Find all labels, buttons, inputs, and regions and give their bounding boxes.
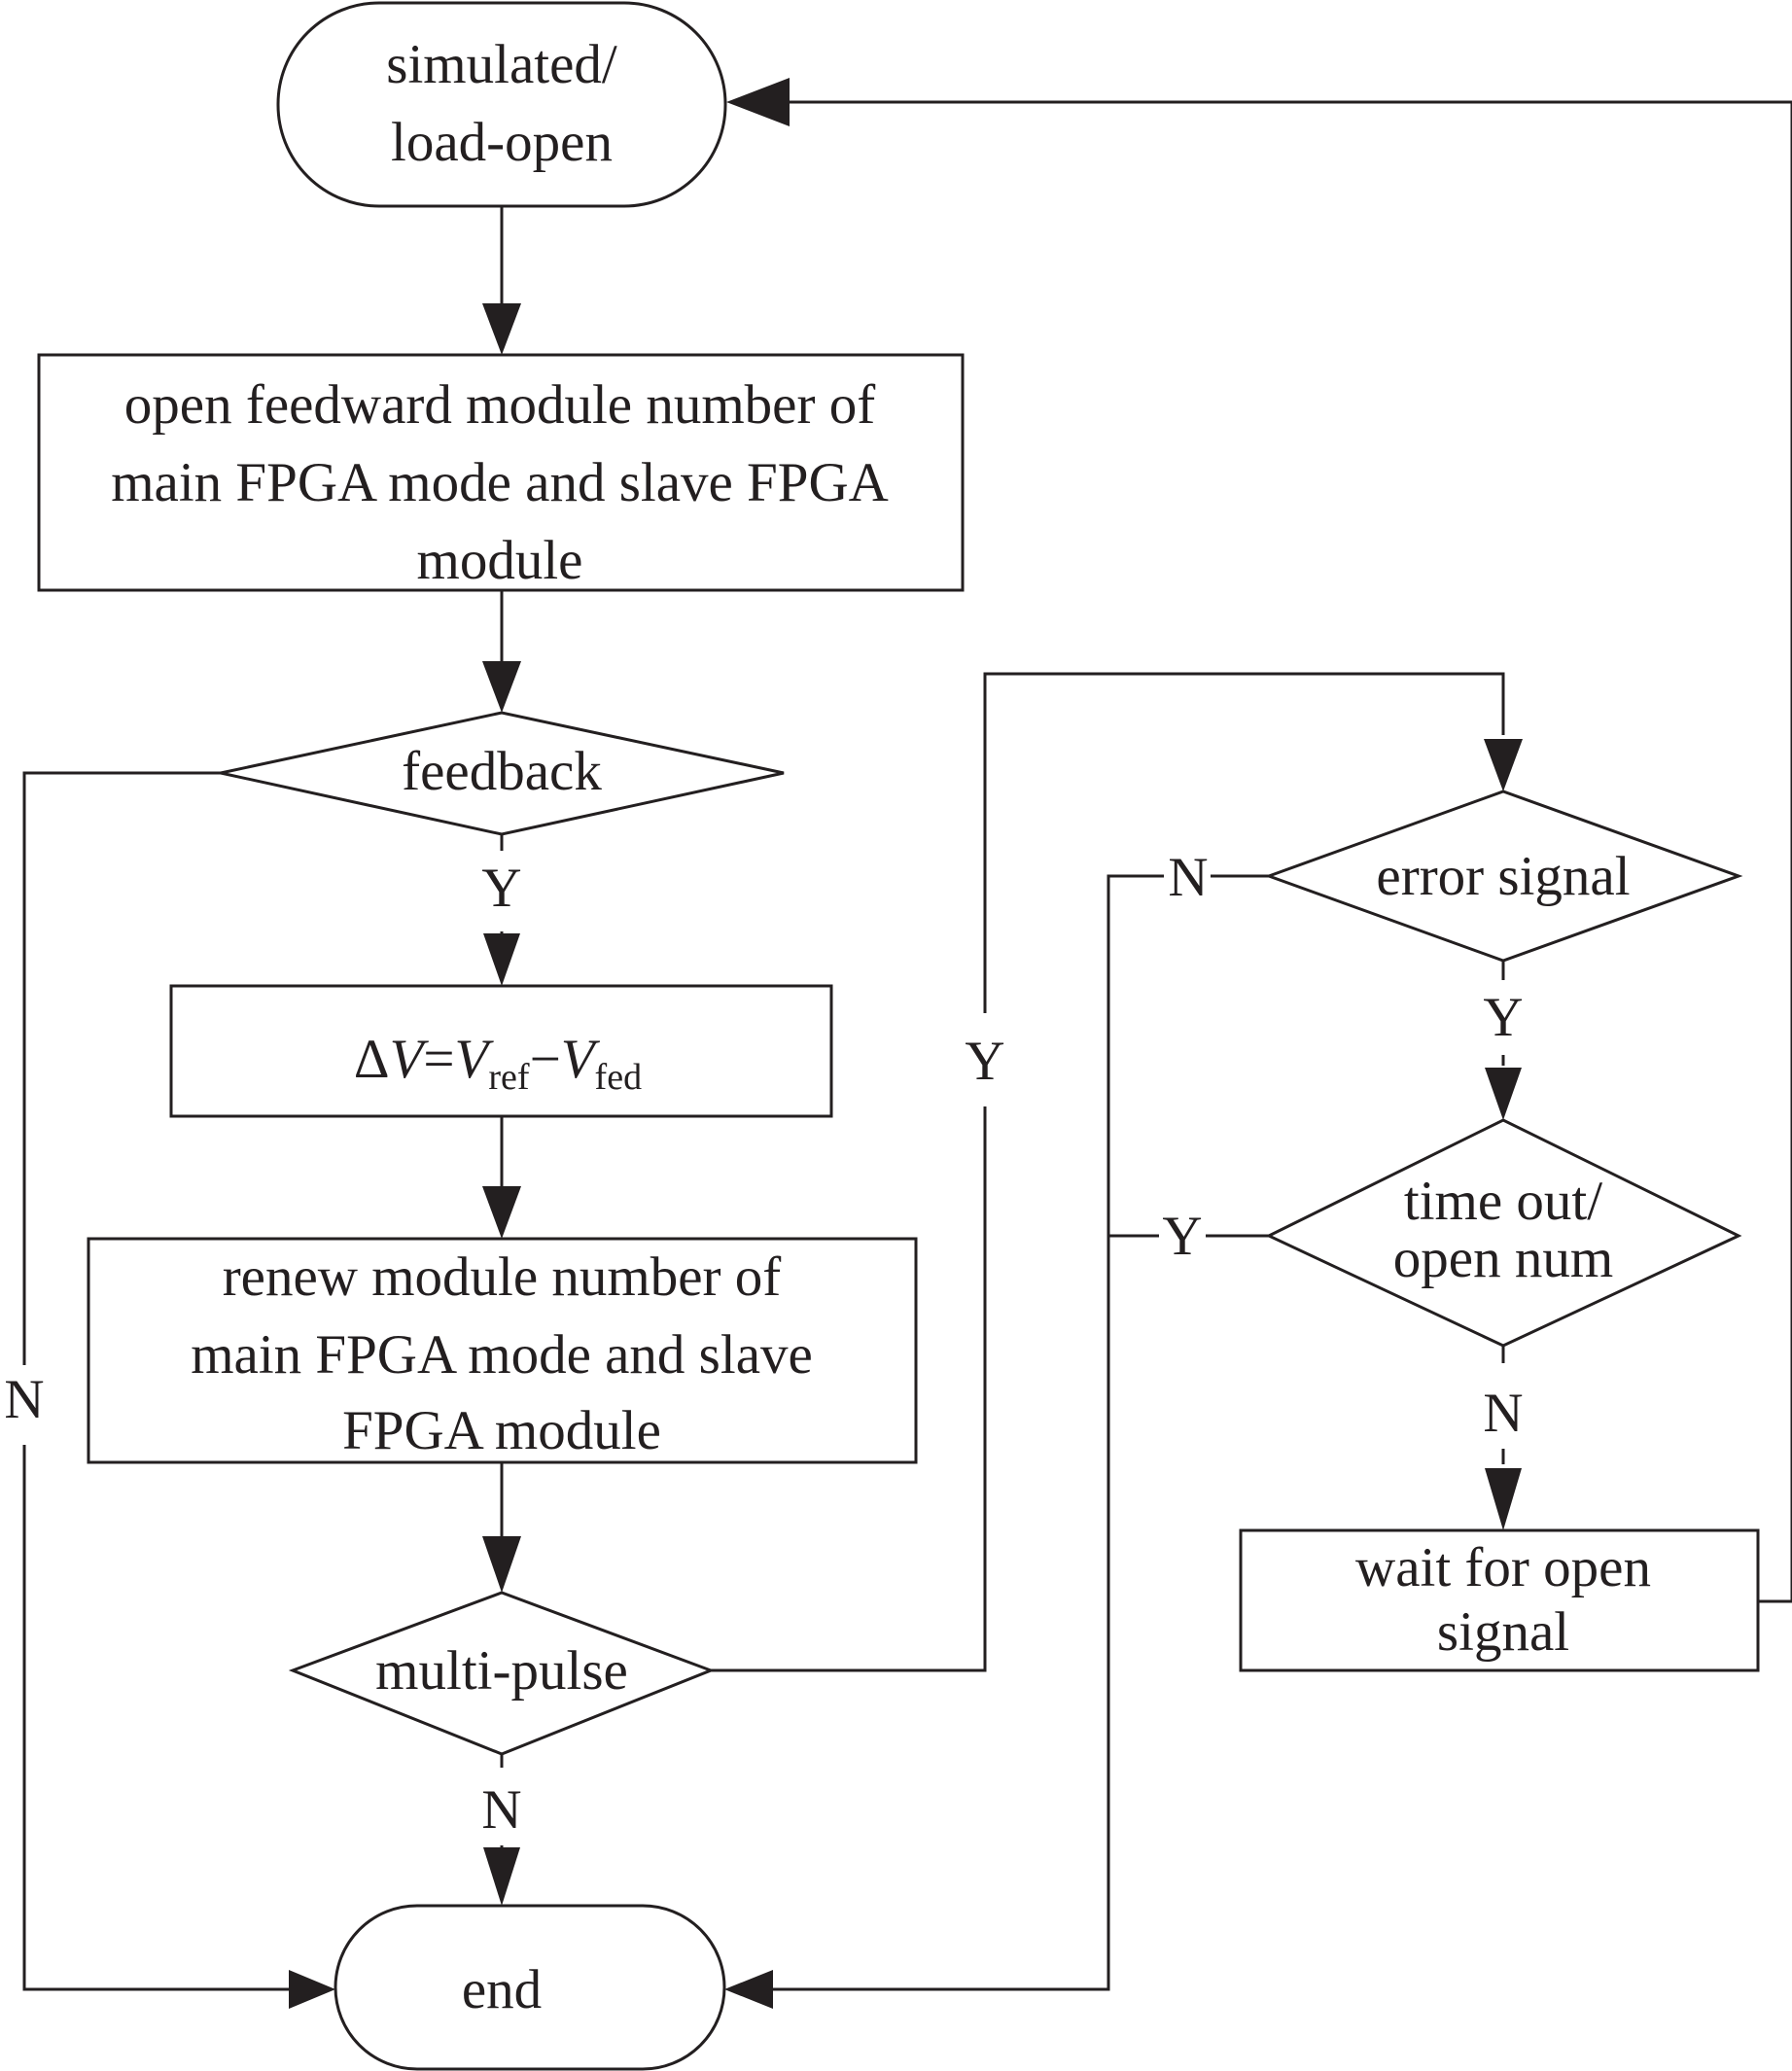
ref-subscript: ref xyxy=(488,1057,530,1098)
renew-process: renew module number of main FPGA mode an… xyxy=(87,1237,918,1464)
edge-wait-loop-back xyxy=(768,100,1792,1603)
arrowhead-down xyxy=(482,1536,521,1593)
wait-label-line-2: signal xyxy=(1437,1601,1569,1663)
equals-sign: = xyxy=(423,1029,454,1090)
edge-to-end-right xyxy=(758,874,1164,1991)
edge-labels: Y N Y N N Y Y N xyxy=(4,847,1523,1841)
minus-sign: − xyxy=(530,1029,561,1090)
time-out-no-label: N xyxy=(1483,1383,1523,1444)
edge-feedback-no xyxy=(22,771,221,1365)
feedback-label: feedback xyxy=(402,741,602,802)
start-terminal: simulated/ load-open xyxy=(276,1,727,208)
error-yes-label: Y xyxy=(1483,987,1523,1048)
renew-label-line-2: main FPGA mode and slave xyxy=(191,1324,813,1386)
multi-pulse-yes-label: Y xyxy=(965,1031,1004,1092)
arrowhead-down xyxy=(482,661,521,713)
arrowhead-down xyxy=(1485,1068,1522,1120)
renew-label-line-1: renew module number of xyxy=(223,1246,782,1308)
open-feedward-label-line-3: module xyxy=(417,530,583,591)
time-out-yes-label: Y xyxy=(1162,1206,1202,1267)
edge-multipulse-yes-upper xyxy=(983,672,1505,1013)
arrowhead-left xyxy=(724,1970,773,2009)
arrowhead-down xyxy=(483,1847,520,1906)
arrowhead-down xyxy=(482,1186,521,1239)
time-out-decision: time out/ open num xyxy=(1265,1118,1742,1348)
time-out-label-line-2: open num xyxy=(1393,1228,1613,1289)
edge-feedback-no-to-end xyxy=(22,1445,297,1991)
wait-label-line-1: wait for open xyxy=(1355,1537,1651,1598)
end-terminal: end xyxy=(334,1904,726,2071)
v-fed-symbol: V xyxy=(561,1029,601,1090)
multi-pulse-label: multi-pulse xyxy=(375,1640,628,1702)
arrowhead-left xyxy=(726,78,790,126)
end-label: end xyxy=(462,1959,542,2020)
error-signal-decision: error signal xyxy=(1264,790,1743,963)
connectors xyxy=(22,100,1792,1991)
v-symbol: V xyxy=(390,1029,430,1090)
arrowhead-right xyxy=(289,1970,335,2009)
v-ref-symbol: V xyxy=(455,1029,495,1090)
delta-v-formula: ΔV=Vref−Vfed xyxy=(354,1029,642,1098)
arrowhead-down xyxy=(482,303,521,355)
edge-multipulse-yes-lower xyxy=(711,1106,987,1672)
arrowhead-down xyxy=(1485,1468,1522,1530)
fed-subscript: fed xyxy=(595,1057,643,1098)
start-label-line-2: load-open xyxy=(391,112,613,173)
feedback-decision: feedback xyxy=(220,711,785,836)
renew-label-line-3: FPGA module xyxy=(342,1400,661,1461)
arrowheads xyxy=(289,78,1523,2009)
multi-pulse-no-label: N xyxy=(481,1779,521,1841)
feedback-yes-label: Y xyxy=(481,858,521,919)
multi-pulse-decision: multi-pulse xyxy=(288,1591,716,1756)
delta-v-process: ΔV=Vref−Vfed xyxy=(169,984,833,1118)
arrowhead-down xyxy=(1484,739,1523,791)
start-label-line-1: simulated/ xyxy=(386,34,617,95)
open-feedward-label-line-2: main FPGA mode and slave FPGA xyxy=(111,452,889,513)
arrowhead-down xyxy=(483,933,520,986)
open-feedward-label-line-1: open feedward module number of xyxy=(124,374,875,436)
error-no-label: N xyxy=(1168,847,1208,908)
open-feedward-process: open feedward module number of main FPGA… xyxy=(37,353,965,592)
time-out-label-line-1: time out/ xyxy=(1404,1171,1602,1232)
feedback-no-label: N xyxy=(4,1369,44,1430)
delta-symbol: Δ xyxy=(354,1029,390,1090)
wait-process: wait for open signal xyxy=(1239,1528,1760,1672)
error-signal-label: error signal xyxy=(1376,846,1630,907)
